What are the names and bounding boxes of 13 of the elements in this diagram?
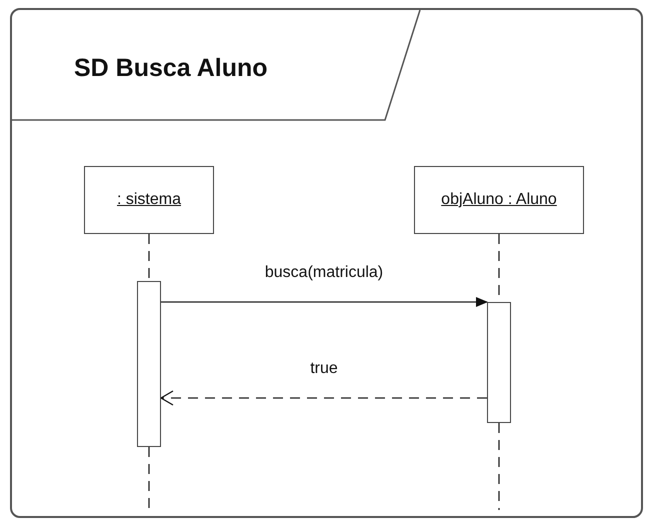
message-label: busca(matricula)	[264, 264, 384, 282]
activation-bar	[137, 281, 161, 447]
message-arrow	[161, 297, 488, 307]
frame-label: SD Busca Aluno	[74, 54, 268, 83]
activation-bar	[487, 302, 511, 423]
lifeline-head: : sistema	[84, 166, 214, 234]
message-arrow	[160, 390, 487, 406]
lifeline	[498, 423, 500, 510]
lifeline	[148, 447, 150, 510]
message-label: true	[310, 360, 338, 378]
lifeline-head: objAluno : Aluno	[414, 166, 584, 234]
diagram-frame	[10, 8, 643, 518]
lifeline	[148, 234, 150, 281]
